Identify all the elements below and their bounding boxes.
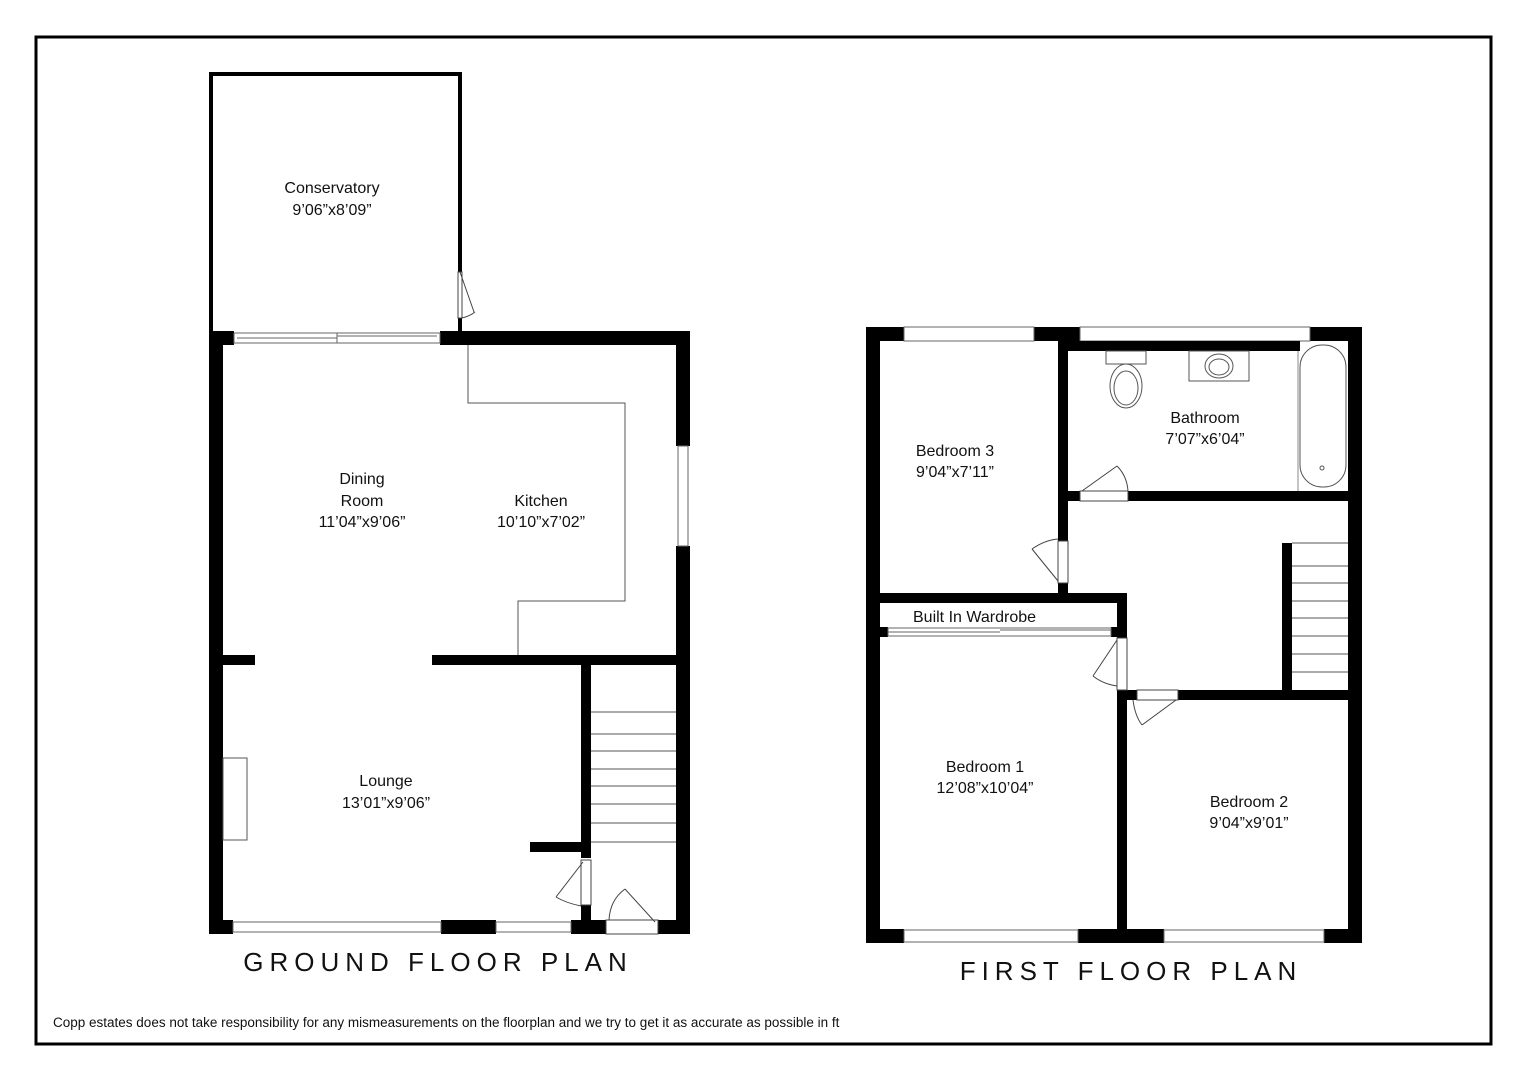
bedroom3-window bbox=[903, 326, 1035, 342]
first-staircase bbox=[1292, 542, 1348, 673]
bedroom3-dimensions: 9’04”x7’11” bbox=[916, 464, 994, 481]
bathroom-label: Bathroom bbox=[1170, 410, 1239, 427]
first-internal-walls bbox=[880, 341, 1348, 930]
bedroom1-door bbox=[1092, 637, 1128, 691]
first-floor-title: FIRST FLOOR PLAN bbox=[960, 956, 1303, 986]
bedroom3-door bbox=[1031, 538, 1069, 584]
sliding-door-rear bbox=[233, 332, 441, 344]
fireplace bbox=[222, 757, 248, 841]
kitchen-window bbox=[677, 445, 689, 547]
kitchen-label: Kitchen bbox=[514, 493, 567, 510]
bedroom3-label: Bedroom 3 bbox=[916, 443, 994, 460]
conservatory-walls bbox=[209, 72, 462, 334]
ground-outer-walls bbox=[209, 331, 690, 934]
ground-internal-walls bbox=[223, 655, 676, 920]
dining-room-label-line2: Room bbox=[341, 493, 384, 510]
conservatory-dimensions: 9’06”x8’09” bbox=[292, 202, 371, 219]
first-floor-plan: Bedroom 3 9’04”x7’11” Bathroom 7’07”x6’0… bbox=[866, 326, 1362, 986]
bedroom1-window bbox=[903, 929, 1079, 943]
wardrobe-label: Built In Wardrobe bbox=[913, 609, 1036, 626]
conservatory-label: Conservatory bbox=[284, 180, 379, 197]
bedroom1-dimensions: 12’08”x10’04” bbox=[937, 780, 1034, 797]
front-door bbox=[605, 888, 659, 935]
bedroom1-label: Bedroom 1 bbox=[946, 759, 1024, 776]
lounge-door bbox=[555, 859, 592, 907]
dining-room-dimensions: 11’04”x9’06” bbox=[319, 514, 406, 531]
lounge-window-2 bbox=[495, 921, 572, 933]
lounge-label: Lounge bbox=[359, 773, 412, 790]
bathroom-dimensions: 7’07”x6’04” bbox=[1165, 431, 1244, 448]
bathtub bbox=[1297, 344, 1347, 491]
bedroom2-label: Bedroom 2 bbox=[1210, 794, 1288, 811]
sheet-border bbox=[34, 35, 1493, 1046]
lounge-window-1 bbox=[232, 921, 442, 933]
dining-room-label-line1: Dining bbox=[339, 471, 384, 488]
ground-floor-title: GROUND FLOOR PLAN bbox=[243, 947, 633, 977]
bedroom2-door bbox=[1132, 689, 1179, 726]
bedroom2-window bbox=[1163, 929, 1325, 943]
bathroom-door bbox=[1079, 465, 1129, 502]
toilet bbox=[1105, 350, 1147, 409]
kitchen-dimensions: 10’10”x7’02” bbox=[497, 514, 585, 531]
bedroom2-dimensions: 9’04”x9’01” bbox=[1209, 815, 1288, 832]
washbasin bbox=[1188, 350, 1250, 382]
kitchen-worktop bbox=[467, 345, 626, 657]
first-outer-walls bbox=[866, 327, 1362, 943]
lounge-dimensions: 13’01”x9’06” bbox=[342, 795, 430, 812]
ground-staircase bbox=[591, 711, 676, 843]
ground-floor-plan: Conservatory 9’06”x8’09” Dining Room 11’… bbox=[209, 72, 690, 977]
disclaimer-text: Copp estates does not take responsibilit… bbox=[53, 1015, 840, 1030]
conservatory-door bbox=[457, 271, 476, 319]
bathroom-window bbox=[1079, 326, 1311, 342]
wardrobe-sliding-door bbox=[887, 627, 1112, 637]
